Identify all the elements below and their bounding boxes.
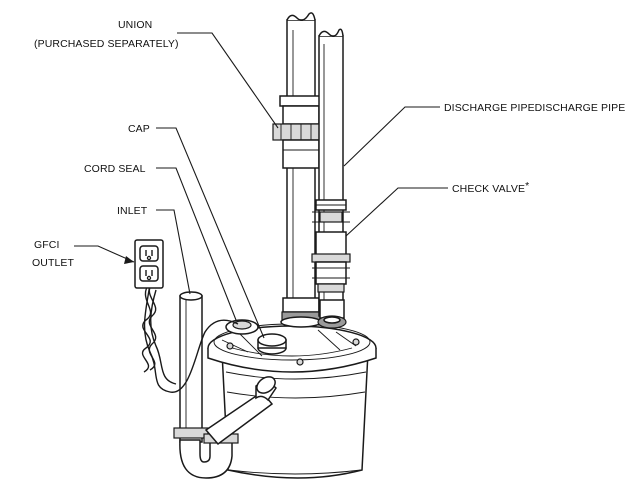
cord-seal-label: CORD SEAL (84, 163, 146, 175)
union-sub-label: (PURCHASED SEPARATELY) (34, 38, 179, 50)
check-valve-label: CHECK VALVE* (452, 180, 529, 195)
basin (207, 323, 377, 479)
power-cord (141, 270, 239, 393)
inlet-leader (156, 209, 191, 295)
cord-seal-leader (156, 167, 237, 321)
discharge-pipe-label: DISCHARGE PIPEDISCHARGE PIPE (444, 102, 625, 114)
inlet-pipe (173, 291, 277, 479)
discharge-pipe (311, 28, 351, 329)
gfci-leader (74, 245, 135, 263)
check-valve-text: CHECK VALVE (452, 183, 525, 195)
check-valve-leader (345, 187, 448, 237)
cap-leader (156, 127, 265, 339)
gfci-outlet-label: OUTLET (32, 257, 75, 269)
gfci-leader-arrow (124, 256, 134, 264)
vent-pipe (272, 12, 323, 328)
check-valve-asterisk: * (525, 180, 529, 192)
cord-seal (225, 319, 259, 335)
inlet-label: INLET (117, 205, 148, 217)
discharge-pipe-leader (343, 106, 440, 167)
union-leader (177, 32, 279, 129)
gfci-outlet-icon (134, 239, 164, 289)
cap-label: CAP (128, 123, 150, 135)
cap (257, 333, 287, 355)
gfci-label: GFCI (34, 239, 59, 251)
union-label: UNION (118, 19, 152, 31)
